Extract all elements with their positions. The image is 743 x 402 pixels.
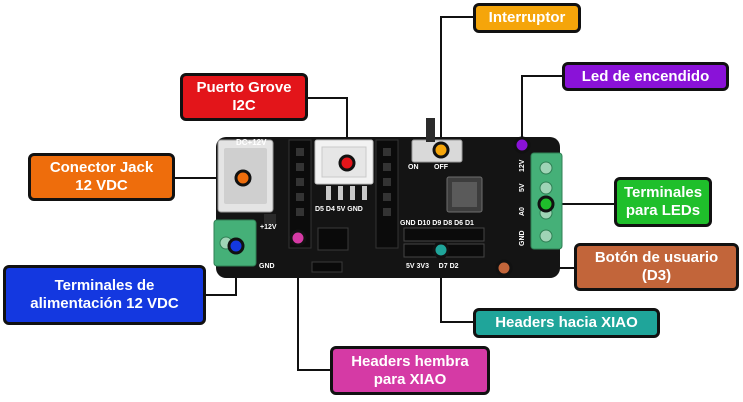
marker-boton [495, 259, 513, 277]
silk-off: OFF [434, 164, 449, 171]
marker-headers-xiao [432, 241, 450, 259]
silk-header-top: GND D10 D9 D8 D6 D1 [400, 220, 474, 227]
callout-boton-usuario: Botón de usuario (D3) [574, 243, 739, 291]
callout-headers-hembra: Headers hembra para XIAO [330, 346, 490, 395]
silk-grove-pins: D5 D4 5V GND [315, 206, 363, 213]
silk-term-12v: 12V [519, 159, 526, 172]
callout-headers-xiao: Headers hacia XIAO [473, 308, 660, 338]
callout-terminales-alimentacion: Terminales de alimentación 12 VDC [3, 265, 206, 325]
line-headers-hembra [297, 238, 332, 371]
callout-led-encendido: Led de encendido [562, 62, 729, 91]
line-interruptor [440, 16, 476, 150]
silk-gnd-left: GND [259, 263, 275, 270]
callout-interruptor: Interruptor [473, 3, 581, 33]
marker-jack [234, 169, 252, 187]
silk-dc12v: DC+12V [236, 138, 267, 147]
marker-alimentacion [227, 237, 245, 255]
callout-puerto-grove: Puerto Grove I2C [180, 73, 308, 121]
marker-puerto-grove [338, 154, 356, 172]
marker-terminales-leds [537, 195, 555, 213]
silk-plus12v: +12V [260, 224, 277, 231]
silk-header-bottom: 5V 3V3 D7 D2 [406, 263, 459, 270]
silk-on: ON [408, 164, 419, 171]
callout-conector-jack: Conector Jack 12 VDC [28, 153, 175, 201]
marker-led [513, 136, 531, 154]
line-led [521, 75, 565, 145]
callout-terminales-leds: Terminales para LEDs [614, 177, 712, 227]
silk-term-a0: A0 [519, 207, 526, 216]
silk-term-5v: 5V [519, 183, 526, 192]
silk-term-gnd: GND [519, 230, 526, 246]
male-header-top [403, 227, 485, 242]
marker-interruptor [432, 141, 450, 159]
marker-headers-hembra [289, 229, 307, 247]
